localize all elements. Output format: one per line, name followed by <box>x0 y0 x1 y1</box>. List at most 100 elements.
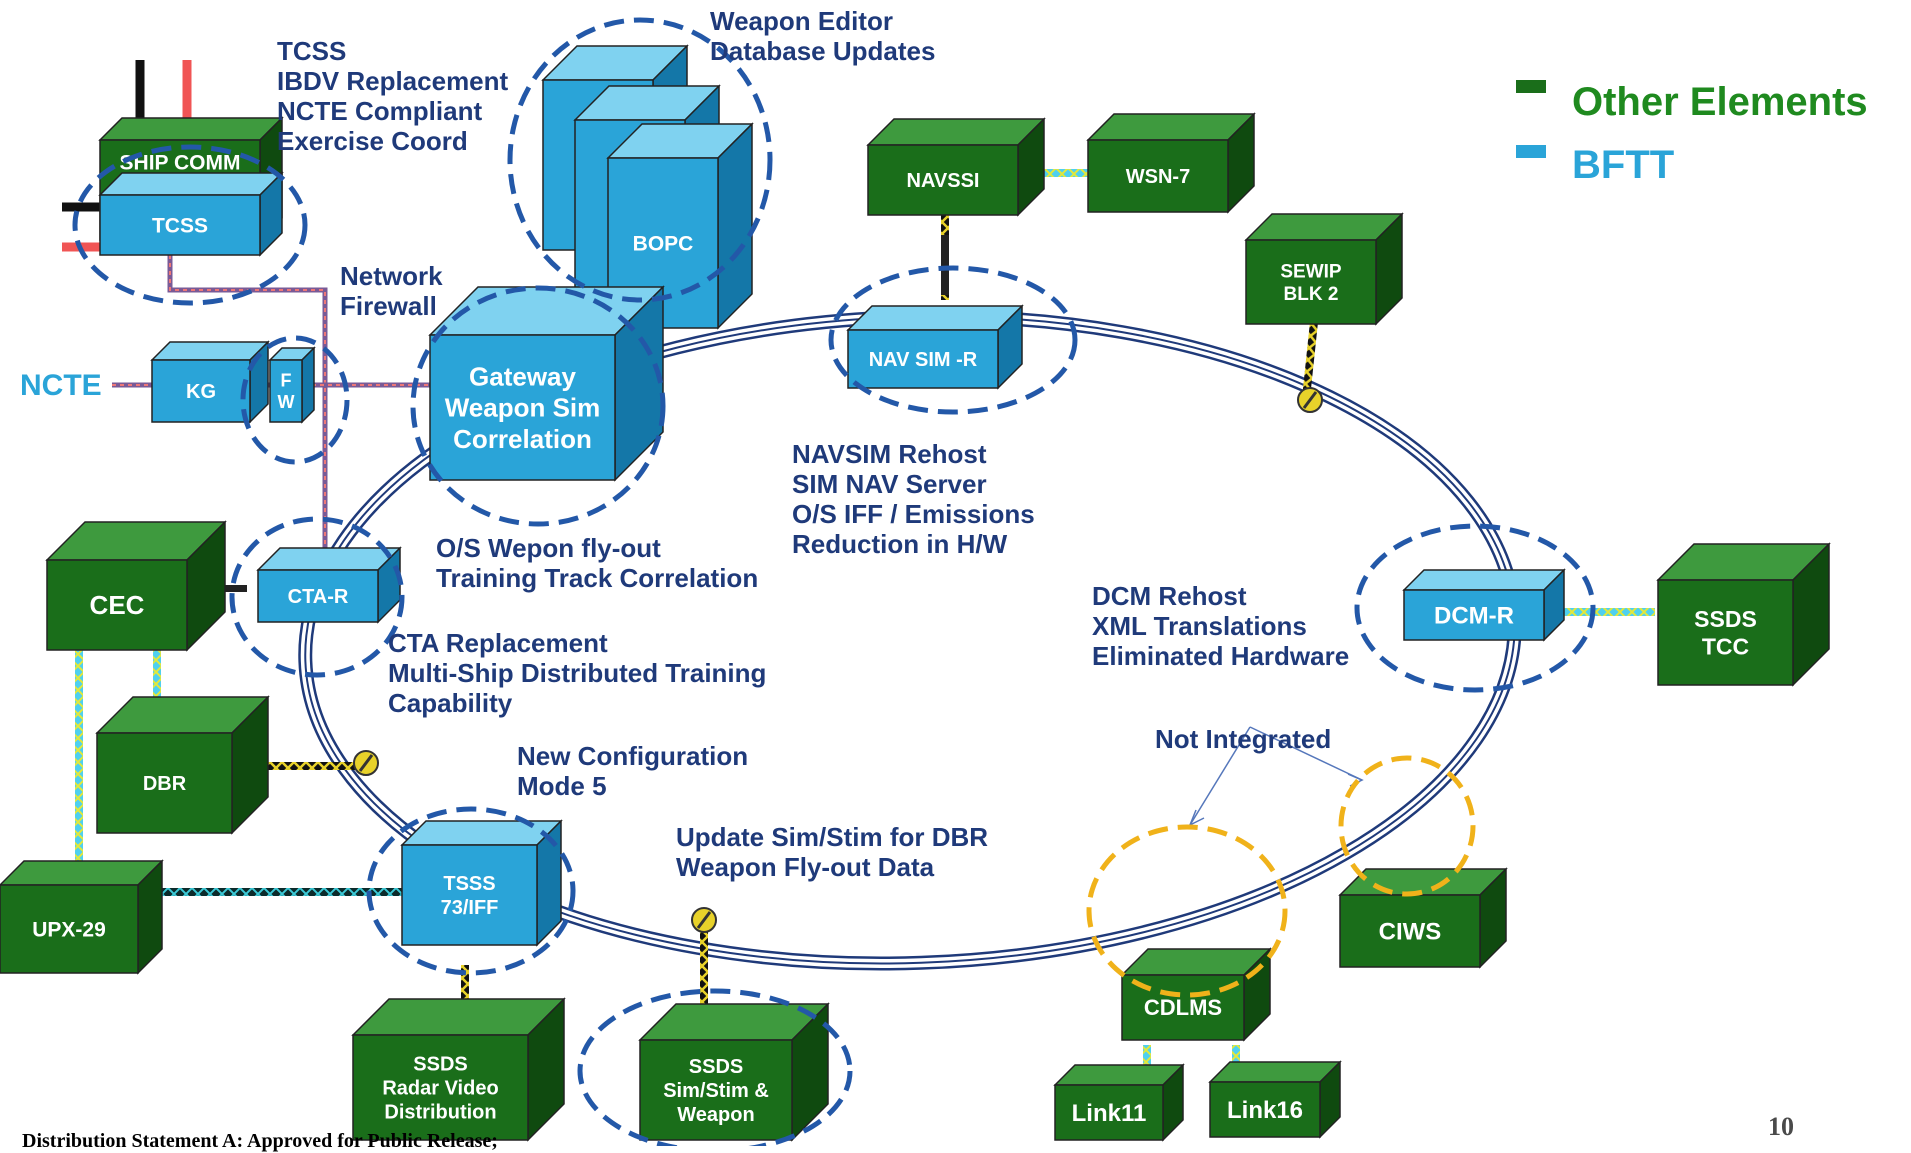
legend-bftt: BFTT <box>1572 143 1674 187</box>
network-note-2: Firewall <box>340 291 437 321</box>
update-note-2: Weapon Fly-out Data <box>676 852 935 882</box>
cta-highlight <box>229 516 405 678</box>
fw-box: FW <box>268 346 316 424</box>
tsss-label: 73/IFF <box>441 897 499 919</box>
navsim-r-box: NAV SIM -R <box>846 304 1024 390</box>
tcss-note-4: Exercise Coord <box>277 126 468 156</box>
cta-note-2: Multi-Ship Distributed Training <box>388 658 766 688</box>
highlight-ellipses <box>72 17 1596 1146</box>
legend-blue-swatch <box>1516 145 1546 158</box>
cta-r-box: CTA-R <box>256 546 402 624</box>
annotations: NCTE TCSS IBDV Replacement NCTE Complian… <box>20 6 1349 882</box>
page-number: 10 <box>1768 1112 1794 1141</box>
navsim-note-2: SIM NAV Server <box>792 469 987 499</box>
dcm-r-box: DCM-R <box>1402 568 1566 642</box>
ssds-radar-label: Radar Video <box>382 1078 498 1100</box>
cta-r-label: CTA-R <box>288 586 349 608</box>
tcss-note-1: TCSS <box>277 36 346 66</box>
upx29-box: UPX-29 <box>0 859 164 975</box>
link11-label: Link11 <box>1072 1100 1147 1127</box>
navssi-box: NAVSSI <box>866 117 1046 217</box>
ssds-sim-highlight <box>577 988 853 1146</box>
cta-note-1: CTA Replacement <box>388 628 608 658</box>
tcss-note-3: NCTE Compliant <box>277 96 482 126</box>
ssds-tcc-label: SSDS <box>1694 606 1757 632</box>
dcm-r-label: DCM-R <box>1434 602 1514 629</box>
gateway-label: Weapon Sim <box>445 393 601 423</box>
dbr-label: DBR <box>143 773 187 795</box>
kg-label: KG <box>186 381 216 403</box>
navsim-note-3: O/S IFF / Emissions <box>792 499 1035 529</box>
ssds-sim-label: Sim/Stim & <box>663 1080 769 1102</box>
network-note-1: Network <box>340 261 443 291</box>
tap-sewip <box>1297 387 1323 413</box>
gateway-label: Correlation <box>453 424 592 454</box>
dbr-box: DBR <box>95 695 270 835</box>
wepon-note-2: Training Track Correlation <box>436 563 758 593</box>
cec-box: CEC <box>45 520 227 652</box>
cdlms-box: CDLMS <box>1120 947 1272 1042</box>
ncte-label: NCTE <box>20 369 102 402</box>
navsim-r-label: NAV SIM -R <box>869 349 978 371</box>
update-note-1: Update Sim/Stim for DBR <box>676 822 988 852</box>
ciws-box: CIWS <box>1338 867 1508 969</box>
legend-green-swatch <box>1516 80 1546 93</box>
tcss-highlight <box>72 144 308 306</box>
ciws-highlight <box>1338 755 1476 897</box>
navsim-note-4: Reduction in H/W <box>792 529 1008 559</box>
tcss-label: TCSS <box>152 214 208 237</box>
ciws-label: CIWS <box>1379 918 1442 945</box>
gateway-label: Gateway <box>469 361 576 391</box>
tsss-label: TSSS <box>443 873 495 895</box>
cdlms-highlight <box>1086 824 1288 998</box>
not-integrated-note: Not Integrated <box>1155 724 1331 754</box>
cdlms-label: CDLMS <box>1144 995 1222 1020</box>
kg-box: KG <box>150 340 270 424</box>
newconf-note-1: New Configuration <box>517 741 748 771</box>
sewip-label: SEWIP <box>1280 261 1342 282</box>
navssi-label: NAVSSI <box>907 170 980 192</box>
fw-label: F <box>281 371 292 391</box>
cec-label: CEC <box>90 590 145 620</box>
fw-label: W <box>278 392 295 412</box>
ssds-sim-label: Weapon <box>677 1104 754 1126</box>
cta-note-3: Capability <box>388 688 513 718</box>
dcm-note-1: DCM Rehost <box>1092 581 1247 611</box>
legend-other-elements: Other Elements <box>1572 80 1868 124</box>
tsss-highlight <box>366 806 576 976</box>
legend: Other Elements BFTT <box>1516 80 1868 187</box>
link16-box: Link16 <box>1208 1060 1342 1139</box>
tap-ssds-sim <box>691 907 717 933</box>
link16-label: Link16 <box>1227 1097 1303 1124</box>
tcss-note-2: IBDV Replacement <box>277 66 509 96</box>
component-boxes: SHIP COMMTCSSKGFWBBBOPCGatewayWeapon Sim… <box>0 44 1831 1142</box>
tap-dbr <box>353 750 379 776</box>
bopc-highlight <box>507 17 773 303</box>
gateway-highlight <box>410 285 666 527</box>
navsim-note-1: NAVSIM Rehost <box>792 439 987 469</box>
bus-taps <box>353 387 1323 933</box>
newconf-note-2: Mode 5 <box>517 771 607 801</box>
link11-box: Link11 <box>1053 1063 1185 1142</box>
ssds-sim-label: SSDS <box>689 1056 743 1078</box>
wepon-note-1: O/S Wepon fly-out <box>436 533 661 563</box>
weapon-editor-note-1: Weapon Editor <box>710 6 893 36</box>
bopc-label: BOPC <box>633 232 694 255</box>
wsn7-box: WSN-7 <box>1086 112 1256 214</box>
navsim-highlight <box>828 265 1078 415</box>
ssds-radar-label: Distribution <box>384 1102 496 1124</box>
tcss-box: TCSS <box>98 171 284 257</box>
upx29-label: UPX-29 <box>32 918 106 941</box>
sewip-label: BLK 2 <box>1284 284 1339 305</box>
wsn7-label: WSN-7 <box>1126 166 1190 188</box>
dcm-note-3: Eliminated Hardware <box>1092 641 1349 671</box>
ship-comm-label: SHIP COMM <box>120 151 241 174</box>
weapon-editor-note-2: Database Updates <box>710 36 935 66</box>
